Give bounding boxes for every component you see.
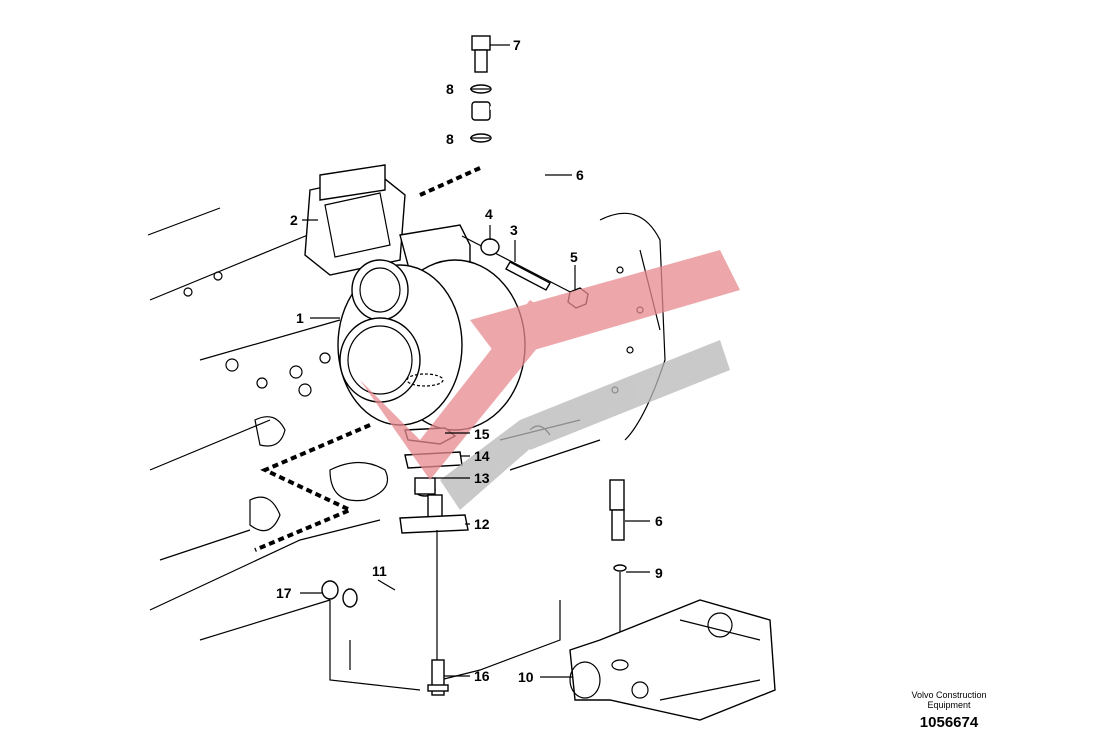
engine-block-outline	[147, 207, 666, 691]
part-10-manifold	[569, 599, 776, 721]
callout-10: 10	[518, 669, 534, 685]
alignment-dashed-lines	[254, 166, 481, 552]
part-2-gasket	[304, 164, 406, 276]
callout-14: 14	[474, 448, 490, 464]
callout-8: 8	[446, 81, 454, 97]
callout-17: 17	[276, 585, 292, 601]
callout-4: 4	[485, 206, 493, 222]
callout-1: 1	[296, 310, 304, 326]
oil-feed-assembly	[470, 35, 627, 655]
callout-15: 15	[474, 426, 490, 442]
footer: Volvo Construction Equipment 1056674	[890, 690, 1008, 731]
callout-6: 6	[655, 513, 663, 529]
callout-6: 6	[576, 167, 584, 183]
oil-drain-assembly	[321, 427, 469, 696]
callout-7: 7	[513, 37, 521, 53]
callout-3: 3	[510, 222, 518, 238]
callout-labels: 7 8 8 6 2 4 3 5 1 15 14 13 12 6 9 11 17 …	[276, 37, 663, 685]
callout-12: 12	[474, 516, 490, 532]
manufacturer-label: Volvo Construction Equipment	[911, 690, 987, 710]
callout-5: 5	[570, 249, 578, 265]
callout-8: 8	[446, 131, 454, 147]
callout-16: 16	[474, 668, 490, 684]
callout-2: 2	[290, 212, 298, 228]
callout-9: 9	[655, 565, 663, 581]
watermark-logo	[360, 250, 740, 510]
part-number: 1056674	[919, 714, 979, 731]
callout-13: 13	[474, 470, 490, 486]
leader-lines	[300, 44, 650, 678]
callout-11: 11	[372, 563, 387, 579]
